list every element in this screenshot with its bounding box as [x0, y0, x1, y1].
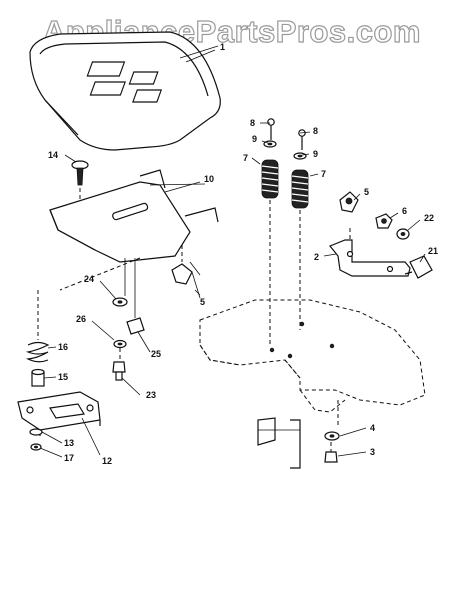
washer-bottom-part[interactable]	[324, 431, 340, 441]
callout-nut-right: 6	[402, 206, 407, 216]
seat-pan-part[interactable]	[49, 169, 219, 300]
bolt-25-part[interactable]	[126, 300, 145, 335]
bracket-part[interactable]	[329, 228, 411, 277]
leader-lines	[39, 49, 426, 458]
spring-right-part[interactable]	[291, 169, 309, 209]
callout-pin-right: 8	[313, 126, 318, 136]
callout-washer-26: 26	[76, 314, 86, 324]
callout-spacer-13: 13	[64, 438, 74, 448]
chassis-frame	[199, 299, 426, 469]
callout-bolt-25: 25	[151, 349, 161, 359]
spring-left-part[interactable]	[261, 159, 279, 199]
callout-bolt-bottom: 3	[370, 447, 375, 457]
callout-washer-left: 9	[252, 134, 257, 144]
callout-bracket: 2	[314, 252, 319, 262]
callout-hinge-plate: 12	[102, 456, 112, 466]
callout-pin-left: 8	[250, 118, 255, 128]
callout-spring-left: 7	[243, 153, 248, 163]
pin-right-part[interactable]	[298, 129, 306, 150]
bolt-21-part[interactable]	[404, 255, 433, 279]
washer-22-part[interactable]	[396, 228, 410, 240]
nut-17-part[interactable]	[30, 443, 42, 451]
callout-spring-16: 16	[58, 342, 68, 352]
callout-washer-right: 9	[313, 149, 318, 159]
callout-washer-bottom: 4	[370, 423, 375, 433]
spacer-13-part[interactable]	[29, 428, 43, 436]
callout-washer-24: 24	[84, 274, 94, 284]
callout-bolt-21: 21	[428, 246, 438, 256]
bolt-23-part[interactable]	[112, 348, 126, 381]
washer-26-part[interactable]	[113, 339, 127, 349]
callout-knob-right: 5	[364, 187, 369, 197]
nut-6-part[interactable]	[375, 213, 393, 229]
bushing-15-part[interactable]	[31, 368, 45, 387]
knob-left-part[interactable]	[171, 245, 201, 299]
spring-16-part[interactable]	[25, 290, 50, 363]
callout-seat: 1	[220, 42, 225, 52]
hinge-plate-part[interactable]	[17, 391, 101, 436]
washer-right-part[interactable]	[293, 152, 307, 160]
pin-left-part[interactable]	[267, 118, 275, 140]
knob-right-part[interactable]	[339, 191, 359, 213]
seat-part[interactable]	[29, 31, 221, 151]
callout-knob-left: 5	[200, 297, 205, 307]
washer-24-part[interactable]	[112, 297, 128, 307]
callout-washer-22: 22	[424, 213, 434, 223]
callout-seat-pan: 10	[204, 174, 214, 184]
bolt-bottom-part[interactable]	[324, 442, 338, 463]
callout-bushing-15: 15	[58, 372, 68, 382]
callout-bolt-23: 23	[146, 390, 156, 400]
callout-nut-17: 17	[64, 453, 74, 463]
callout-spring-right: 7	[321, 169, 326, 179]
callout-carriage-bolt: 14	[48, 150, 58, 160]
